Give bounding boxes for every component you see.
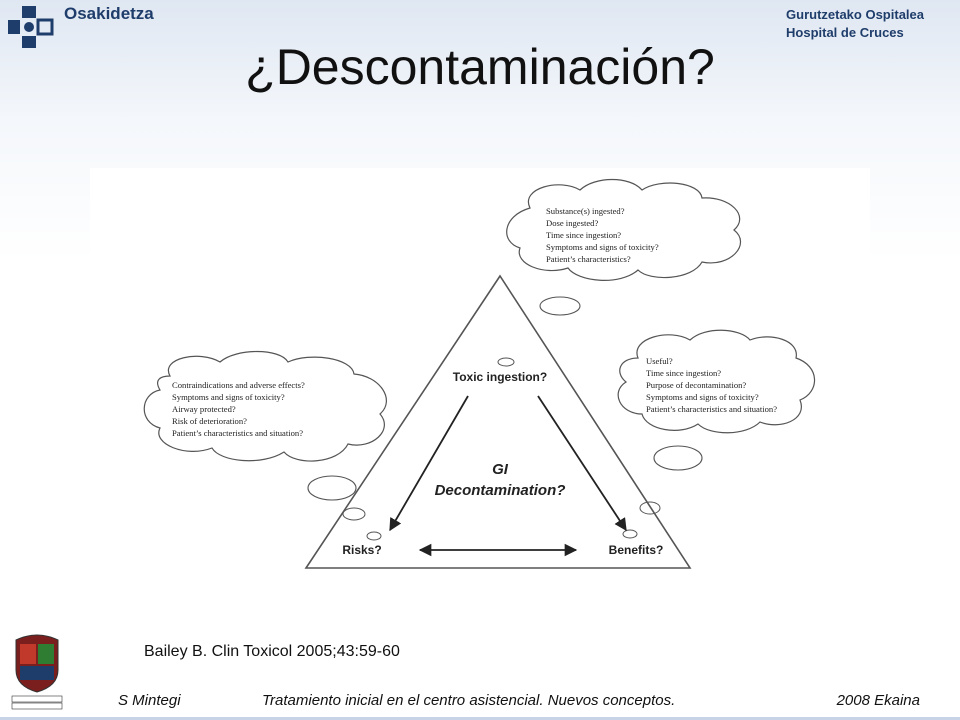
brand-name: Osakidetza xyxy=(64,4,154,23)
cloud-top: Substance(s) ingested? Dose ingested? Ti… xyxy=(506,179,741,281)
cloud-right-line: Symptoms and signs of toxicity? xyxy=(646,392,759,402)
thought-bubble xyxy=(497,357,515,367)
label-gi: GI xyxy=(492,461,509,478)
thought-bubble xyxy=(539,296,581,316)
label-toxic-ingestion: Toxic ingestion? xyxy=(453,370,547,384)
cloud-left: Contraindications and adverse effects? S… xyxy=(143,350,387,462)
thought-bubble xyxy=(639,501,661,515)
cloud-right-line: Purpose of decontamination? xyxy=(646,380,746,390)
arrow-to-benefits xyxy=(537,395,627,532)
footer-divider xyxy=(0,717,960,720)
decontamination-diagram: Substance(s) ingested? Dose ingested? Ti… xyxy=(90,168,870,600)
cloud-right-line: Useful? xyxy=(646,356,673,366)
cloud-left-line: Risk of deterioration? xyxy=(172,416,247,426)
cloud-left-line: Airway protected? xyxy=(172,404,236,414)
footer-course: Tratamiento inicial en el centro asisten… xyxy=(262,692,676,709)
cloud-left-line: Symptoms and signs of toxicity? xyxy=(172,392,285,402)
hospital-name-spanish: Hospital de Cruces xyxy=(786,25,904,40)
cloud-top-line: Substance(s) ingested? xyxy=(546,206,625,216)
hospital-name: Gurutzetako Ospitalea Hospital de Cruces xyxy=(786,6,924,42)
cloud-right-line: Patient’s characteristics and situation? xyxy=(646,404,777,414)
arrow-to-risks xyxy=(389,395,469,532)
citation: Bailey B. Clin Toxicol 2005;43:59-60 xyxy=(144,643,400,660)
cloud-right: Useful? Time since ingestion? Purpose of… xyxy=(617,329,816,434)
osakidetza-logo-icon xyxy=(8,6,54,48)
label-benefits: Benefits? xyxy=(609,543,664,557)
cloud-right-line: Time since ingestion? xyxy=(646,368,721,378)
gobierno-vasco-crest-icon xyxy=(11,634,63,710)
cloud-top-line: Dose ingested? xyxy=(546,218,598,228)
cloud-left-line: Contraindications and adverse effects? xyxy=(172,380,305,390)
triangle xyxy=(304,274,692,569)
thought-bubble xyxy=(653,445,703,471)
label-risks: Risks? xyxy=(342,543,381,557)
cloud-top-line: Patient’s characteristics? xyxy=(546,254,631,264)
slide-title: ¿Descontaminación? xyxy=(245,39,715,95)
cloud-top-line: Symptoms and signs of toxicity? xyxy=(546,242,659,252)
thought-bubble xyxy=(622,529,638,539)
label-gi-decontamination: Decontamination? xyxy=(435,482,566,499)
cloud-left-line: Patient’s characteristics and situation? xyxy=(172,428,303,438)
thought-bubble xyxy=(366,531,382,541)
footer-author: S Mintegi xyxy=(118,692,181,709)
cloud-top-line: Time since ingestion? xyxy=(546,230,621,240)
thought-bubble xyxy=(307,475,357,501)
thought-bubble xyxy=(342,507,366,521)
hospital-name-basque: Gurutzetako Ospitalea xyxy=(786,7,924,22)
footer-date: 2008 Ekaina xyxy=(836,692,920,709)
